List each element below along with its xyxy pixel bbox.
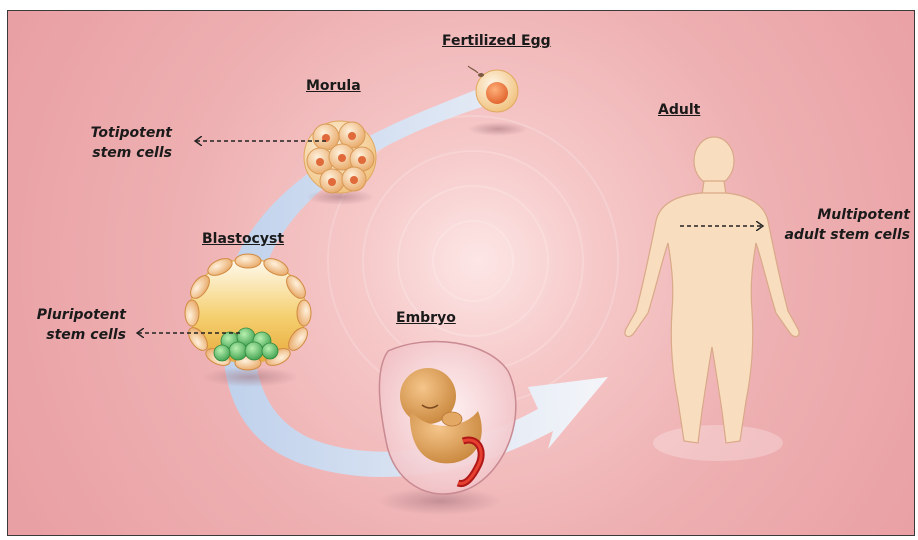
pluripotent-description: Pluripotent stem cells: [20, 305, 126, 345]
adult-illustration: [625, 137, 799, 443]
totipotent-line-1: Totipotent: [64, 123, 172, 143]
multipotent-line-1: Multipotent: [770, 205, 910, 225]
embryo-label: Embryo: [396, 310, 456, 326]
stem-cell-diagram: Fertilized Egg Morula Blastocyst Embryo …: [7, 10, 915, 536]
morula-label: Morula: [306, 78, 361, 94]
pluripotent-line-1: Pluripotent: [20, 305, 126, 325]
blastocyst-illustration: [185, 254, 311, 370]
multipotent-line-2: adult stem cells: [770, 225, 910, 245]
multipotent-description: Multipotent adult stem cells: [770, 205, 910, 245]
adult-shadow: [653, 425, 783, 461]
adult-label: Adult: [658, 102, 700, 118]
morula-illustration: [304, 121, 376, 193]
egg-shadow: [468, 122, 528, 136]
blastocyst-label: Blastocyst: [202, 231, 284, 247]
totipotent-line-2: stem cells: [64, 143, 172, 163]
embryo-illustration: [379, 341, 515, 494]
totipotent-description: Totipotent stem cells: [64, 123, 172, 163]
pluripotent-line-2: stem cells: [20, 325, 126, 345]
diagram-artwork: [8, 11, 914, 535]
fertilized-egg-label: Fertilized Egg: [442, 33, 551, 49]
